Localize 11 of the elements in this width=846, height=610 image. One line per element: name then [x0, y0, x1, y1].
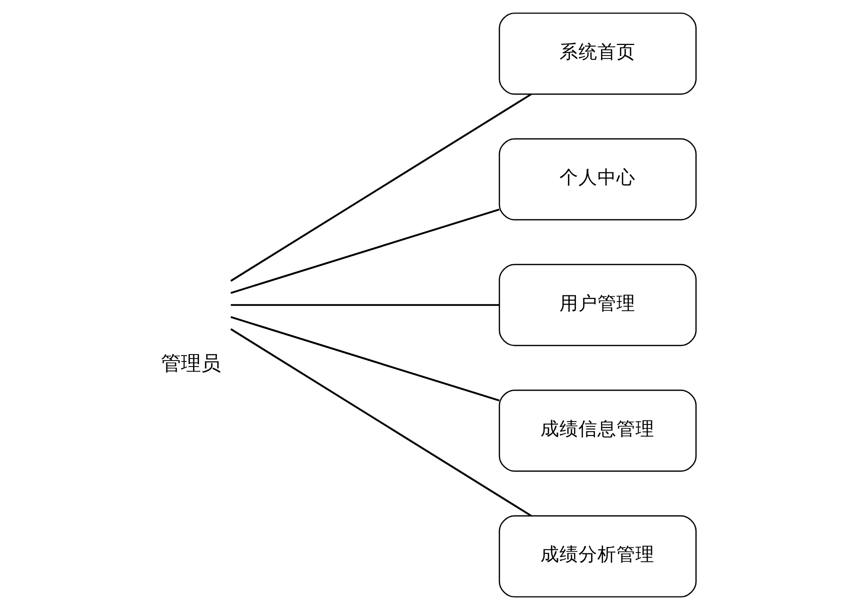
node-box: 个人中心: [498, 138, 696, 220]
node-box: 用户管理: [498, 264, 696, 346]
node-box: 成绩信息管理: [498, 390, 696, 472]
connector: [230, 316, 500, 402]
connector: [230, 93, 532, 282]
node-text: 管理员: [160, 352, 220, 376]
connector: [230, 304, 499, 306]
connector: [230, 328, 532, 517]
node-box: 系统首页: [498, 12, 696, 95]
node-box: 成绩分析管理: [498, 515, 696, 598]
connector: [230, 208, 500, 294]
